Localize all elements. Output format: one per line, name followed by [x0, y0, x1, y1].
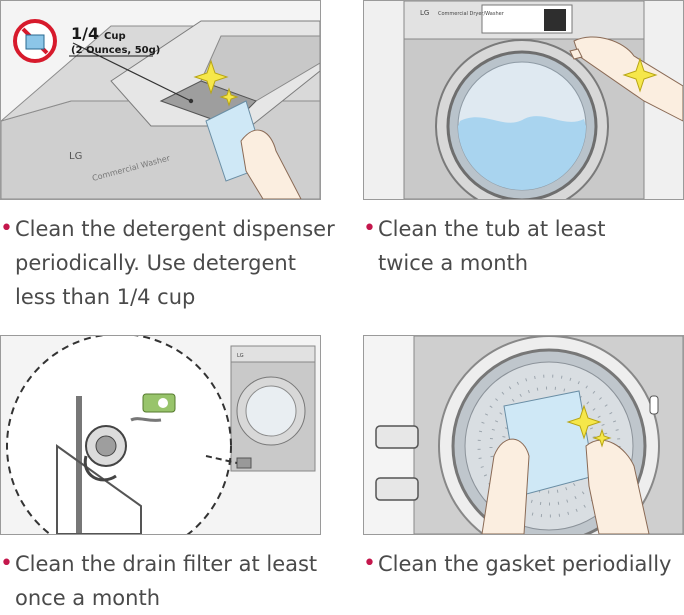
amount-big: 1/4: [71, 24, 99, 43]
caption-dispenser: • Clean the detergent dispenser periodic…: [0, 212, 335, 314]
tub-illustration: LG Commercial Dryer/Washer: [363, 0, 684, 200]
caption-gasket: • Clean the gasket periodially: [363, 547, 683, 581]
bullet: •: [363, 551, 376, 576]
caption-line: Clean the drain filter at least: [15, 552, 318, 576]
amount-unit: Cup: [104, 31, 126, 42]
amount-note: (2 Ounces, 50g): [71, 45, 160, 56]
tub-machine-label: Commercial Dryer/Washer: [438, 11, 505, 17]
caption-line: Clean the tub at least: [378, 217, 606, 241]
bullet: •: [0, 551, 13, 576]
bullet: •: [0, 216, 13, 241]
brand-label: LG: [69, 151, 82, 162]
bullet: •: [363, 216, 376, 241]
caption-line: less than 1/4 cup: [15, 285, 196, 309]
tub-brand-label: LG: [420, 9, 429, 17]
caption-line: once a month: [15, 586, 161, 610]
caption-line: periodically. Use detergent: [15, 251, 296, 275]
caption-drain-filter: • Clean the drain filter at least once a…: [0, 547, 320, 615]
gasket-illustration: [363, 335, 684, 535]
caption-line: Clean the gasket periodially: [378, 552, 672, 576]
caption-line: Clean the detergent dispenser: [15, 217, 335, 241]
no-overfill-icon: [13, 19, 57, 63]
caption-line: twice a month: [378, 251, 529, 275]
drain-filter-illustration: LG: [0, 335, 321, 535]
caption-tub: • Clean the tub at least twice a month: [363, 212, 683, 280]
drain-brand-label: LG: [237, 353, 244, 359]
dispenser-illustration: LG Commercial Washer 1/4 Cup (2 Ounces, …: [0, 0, 321, 200]
